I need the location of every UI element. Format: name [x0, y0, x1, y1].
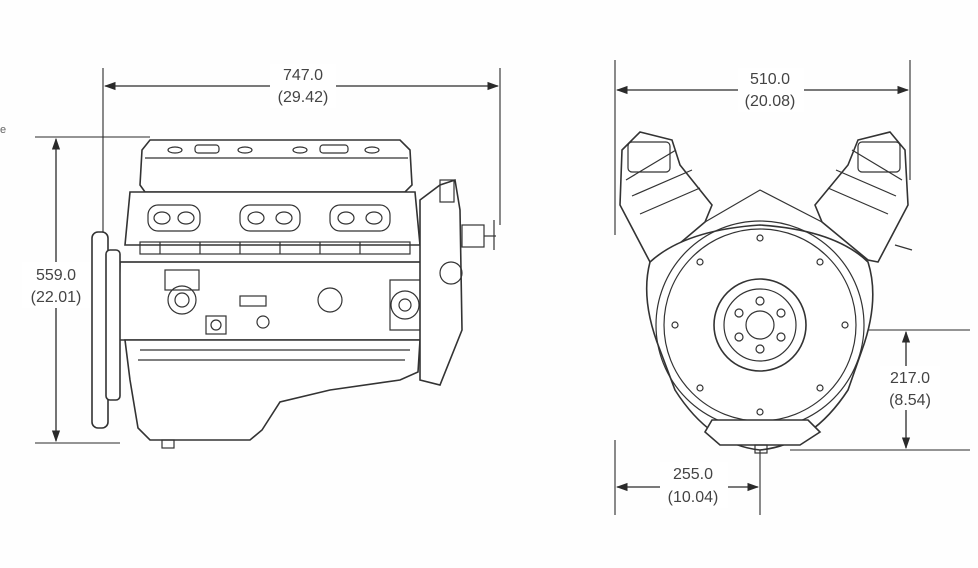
- crank-offset-in-label: (10.04): [668, 489, 719, 506]
- engine-rear-view: [619, 131, 913, 454]
- edge-fragment-text: e: [0, 124, 6, 136]
- width-mm-label: 510.0: [750, 71, 790, 88]
- length-in-label: (29.42): [278, 89, 329, 106]
- engine-side-view: [91, 139, 496, 449]
- height-mm-label: 559.0: [36, 267, 76, 284]
- crank-height-mm-label: 217.0: [890, 370, 930, 387]
- length-mm-label: 747.0: [283, 67, 323, 84]
- width-in-label: (20.08): [745, 93, 796, 110]
- crank-height-in-label: (8.54): [889, 392, 931, 409]
- crank-offset-mm-label: 255.0: [673, 466, 713, 483]
- height-in-label: (22.01): [31, 289, 82, 306]
